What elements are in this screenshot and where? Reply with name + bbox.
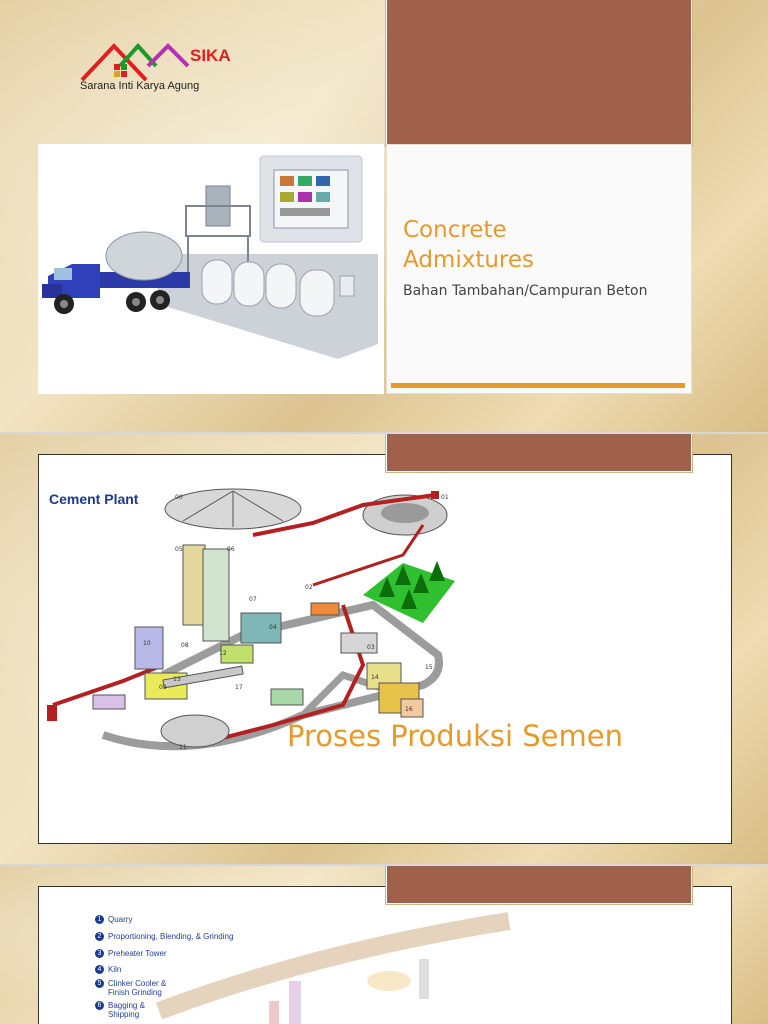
svg-text:08: 08 bbox=[181, 642, 189, 649]
legend-item-5: 5 Clinker Cooler & Finish Grinding bbox=[95, 979, 166, 997]
legend-text-1: Quarry bbox=[108, 915, 133, 924]
svg-text:07: 07 bbox=[249, 596, 257, 603]
sika-logo: SIKA Sarana Inti Karya Agung bbox=[80, 42, 250, 100]
slide-3-accent-block bbox=[386, 866, 692, 904]
title-accent-block bbox=[386, 0, 692, 146]
legend-number-1: 1 bbox=[95, 915, 104, 924]
svg-text:16: 16 bbox=[405, 706, 413, 713]
accent-rule bbox=[391, 383, 685, 388]
logo-brand: SIKA bbox=[190, 46, 231, 65]
slide-2-caption: Proses Produksi Semen bbox=[287, 719, 623, 753]
subtitle: Bahan Tambahan/Campuran Beton bbox=[403, 283, 648, 299]
legend-number-6: 6 bbox=[95, 1001, 104, 1010]
cement-plant-illustration: 00 01 02 03 04 05 06 07 08 09 10 11 12 1… bbox=[47, 488, 455, 751]
cement-plant-title: Cement Plant bbox=[49, 491, 139, 507]
cement-plant-panel: Cement Plant bbox=[38, 454, 732, 844]
slide-2: Cement Plant bbox=[0, 434, 768, 864]
legend-item-3: 3 Preheater Tower bbox=[95, 949, 167, 958]
svg-text:05: 05 bbox=[175, 546, 183, 553]
svg-text:03: 03 bbox=[367, 644, 375, 651]
legend-number-5: 5 bbox=[95, 979, 104, 988]
svg-text:09: 09 bbox=[159, 684, 167, 691]
legend-text-6: Bagging & Shipping bbox=[108, 1001, 145, 1019]
svg-text:12: 12 bbox=[219, 650, 227, 657]
legend-item-6: 6 Bagging & Shipping bbox=[95, 1001, 145, 1019]
legend-number-3: 3 bbox=[95, 949, 104, 958]
process-diagram-panel: 1 Quarry 2 Proportioning, Blending, & Gr… bbox=[38, 886, 732, 1024]
legend-text-2: Proportioning, Blending, & Grinding bbox=[108, 932, 234, 941]
mixing-plant-image bbox=[38, 144, 384, 394]
svg-text:04: 04 bbox=[269, 624, 277, 631]
batching-plant-illustration bbox=[42, 155, 378, 359]
svg-text:17: 17 bbox=[235, 684, 243, 691]
title-line-2: Admixtures bbox=[403, 247, 535, 273]
svg-text:00: 00 bbox=[175, 494, 183, 501]
svg-text:15: 15 bbox=[425, 664, 433, 671]
slide-2-accent-block bbox=[386, 434, 692, 472]
title-line-1: Concrete bbox=[403, 217, 507, 243]
svg-text:13: 13 bbox=[173, 676, 181, 683]
legend-number-2: 2 bbox=[95, 932, 104, 941]
svg-text:14: 14 bbox=[371, 674, 379, 681]
svg-text:06: 06 bbox=[227, 546, 235, 553]
legend-text-3: Preheater Tower bbox=[108, 949, 167, 958]
svg-text:01: 01 bbox=[441, 494, 449, 501]
svg-text:10: 10 bbox=[143, 640, 151, 647]
logo-tagline: Sarana Inti Karya Agung bbox=[80, 80, 200, 92]
slide-3: 1 Quarry 2 Proportioning, Blending, & Gr… bbox=[0, 866, 768, 1024]
legend-item-4: 4 Kiln bbox=[95, 965, 121, 974]
legend-item-1: 1 Quarry bbox=[95, 915, 132, 924]
logo-roofs-icon bbox=[80, 43, 190, 82]
legend-text-5: Clinker Cooler & Finish Grinding bbox=[108, 979, 167, 997]
legend-number-4: 4 bbox=[95, 965, 104, 974]
svg-text:02: 02 bbox=[305, 584, 313, 591]
process-landscape-illustration bbox=[155, 912, 511, 1024]
title-card: Concrete Admixtures Bahan Tambahan/Campu… bbox=[386, 144, 692, 394]
legend-item-2: 2 Proportioning, Blending, & Grinding bbox=[95, 932, 233, 941]
legend-text-4: Kiln bbox=[108, 965, 122, 974]
slide-1: SIKA Sarana Inti Karya Agung bbox=[0, 0, 768, 432]
svg-text:11: 11 bbox=[179, 744, 187, 751]
